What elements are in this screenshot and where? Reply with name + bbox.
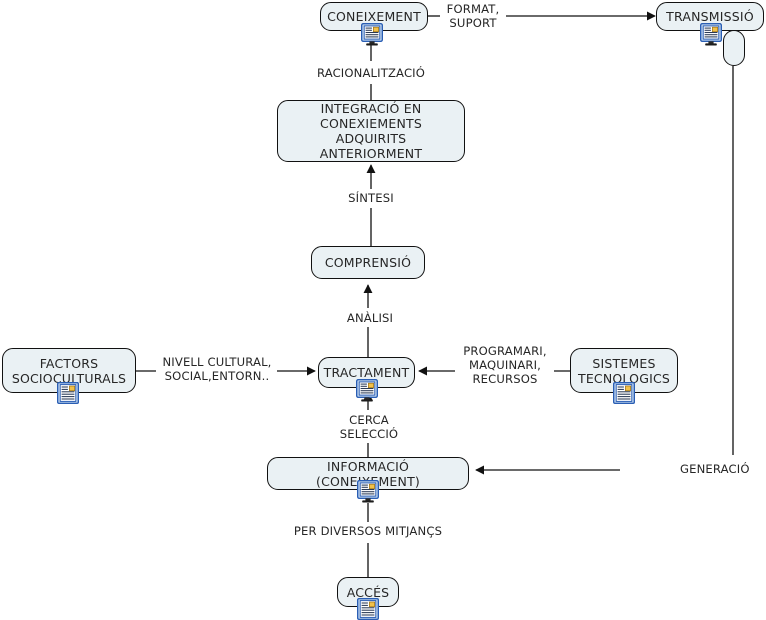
node-comprensio[interactable]: COMPRENSIÓ xyxy=(311,246,425,279)
edge-label-nivell-cultural: NIVELL CULTURAL, SOCIAL,ENTORN.. xyxy=(157,355,277,383)
monitor-document-icon[interactable] xyxy=(361,23,383,47)
node-coneixement-label: CONEIXEMENT xyxy=(327,9,421,24)
edge-label-analisi: ANÀLISI xyxy=(336,311,404,325)
node-comprensio-label: COMPRENSIÓ xyxy=(324,255,412,270)
node-tractament-label: TRACTAMENT xyxy=(323,365,410,380)
edge-label-programari: PROGRAMARI, MAQUINARI, RECURSOS xyxy=(456,344,554,386)
node-informacio[interactable]: INFORMACIÓ (CONEIXEMENT) xyxy=(267,457,469,490)
document-icon[interactable] xyxy=(357,598,379,620)
node-integracio-label: INTEGRACIÓ EN CONEXIEMENTS ADQUIRITS ANT… xyxy=(319,101,423,161)
monitor-document-icon[interactable] xyxy=(357,480,379,504)
document-icon[interactable] xyxy=(613,382,635,404)
node-integracio[interactable]: INTEGRACIÓ EN CONEXIEMENTS ADQUIRITS ANT… xyxy=(277,100,465,162)
edge-label-racionalitzacio: RACIONALITZACIÓ xyxy=(303,66,439,80)
node-factors-socioculturals[interactable]: FACTORS SOCIOCULTURALS xyxy=(2,348,136,393)
edge-label-per-diversos-mitjancs: PER DIVERSOS MITJANÇS xyxy=(284,524,452,538)
edge-transmissio-informacio xyxy=(475,66,734,475)
document-icon[interactable] xyxy=(57,382,79,404)
edge-label-sintesi: SÍNTESI xyxy=(337,191,405,205)
node-acces-label: ACCÉS xyxy=(346,584,390,600)
monitor-document-icon[interactable] xyxy=(356,379,378,403)
edge-label-format-suport: FORMAT, SUPORT xyxy=(440,2,506,30)
transmissio-connector-stub xyxy=(723,30,745,66)
edge-label-generacio: GENERACIÓ xyxy=(680,462,756,476)
monitor-document-icon[interactable] xyxy=(700,23,722,47)
node-sistemes-tecnologics-label: SISTEMES TECNOLOGICS xyxy=(577,355,671,386)
node-factors-socioculturals-label: FACTORS SOCIOCULTURALS xyxy=(11,355,127,386)
edge-label-cerca-seleccio: CERCA SELECCIÓ xyxy=(331,413,407,441)
node-transmissio-label: TRANSMISSIÓ xyxy=(666,9,754,24)
